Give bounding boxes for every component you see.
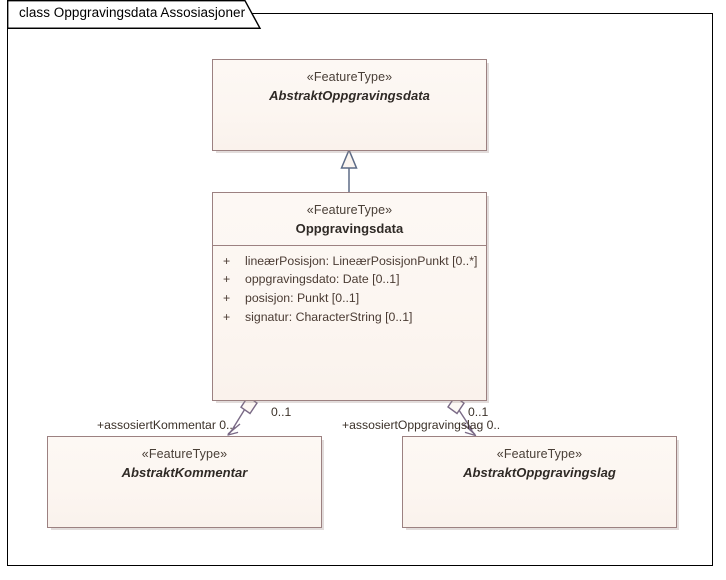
attribute-row: + oppgravingsdato: Date [0..1] [213,270,486,289]
attribute-signature: lineærPosisjon: LineærPosisjonPunkt [0..… [245,253,478,268]
class-stereotype: «FeatureType» [141,447,228,461]
class-stereotype: «FeatureType» [496,447,583,461]
attribute-visibility: + [223,272,231,287]
attribute-signature: signatur: CharacterString [0..1] [245,309,413,324]
attribute-row: + lineærPosisjon: LineærPosisjonPunkt [0… [213,252,486,271]
class-attributes: + lineærPosisjon: LineærPosisjonPunkt [0… [213,246,486,335]
class-stereotype: «FeatureType» [306,203,393,217]
class-header: «FeatureType» Oppgravingsdata [213,193,486,245]
diagram-title-tab[interactable]: class Oppgravingsdata Assosiasjoner [7,0,262,29]
class-section-divider [213,244,486,246]
class-header: «FeatureType» AbstraktOppgravingslag [403,437,676,489]
class-box-abstrakt-oppgravingslag[interactable]: «FeatureType» AbstraktOppgravingslag [402,436,677,528]
class-name: Oppgravingsdata [295,220,404,236]
attribute-signature: oppgravingsdato: Date [0..1] [245,272,400,287]
page-title: class Oppgravingsdata Assosiasjoner [19,5,246,20]
class-box-oppgravingsdata[interactable]: «FeatureType» Oppgravingsdata + lineærPo… [212,192,487,401]
diagram-frame [7,13,713,566]
class-header: «FeatureType» AbstraktOppgravingsdata [213,60,486,112]
attribute-visibility: + [223,291,231,306]
class-header: «FeatureType» AbstraktKommentar [48,437,321,489]
assoc-role-label-kommentar: +assosiertKommentar 0.. [97,418,233,432]
class-name: AbstraktOppgravingslag [463,464,616,480]
assoc-source-multiplicity-kommentar: 0..1 [271,405,292,419]
class-box-abstrakt-oppgravingsdata[interactable]: «FeatureType» AbstraktOppgravingsdata [212,59,487,151]
attribute-visibility: + [223,253,231,268]
attribute-visibility: + [223,309,231,324]
class-box-abstrakt-kommentar[interactable]: «FeatureType» AbstraktKommentar [47,436,322,528]
class-name: AbstraktOppgravingsdata [269,87,430,103]
assoc-role-label-oppgravingslag: +assosiertOppgravingslag 0.. [342,418,501,432]
attribute-row: + posisjon: Punkt [0..1] [213,289,486,308]
class-stereotype: «FeatureType» [306,70,393,84]
attribute-row: + signatur: CharacterString [0..1] [213,308,486,327]
class-name: AbstraktKommentar [121,464,248,480]
attribute-signature: posisjon: Punkt [0..1] [245,291,360,306]
assoc-source-multiplicity-oppgravingslag: 0..1 [468,405,489,419]
title-tab-shape [7,0,262,29]
